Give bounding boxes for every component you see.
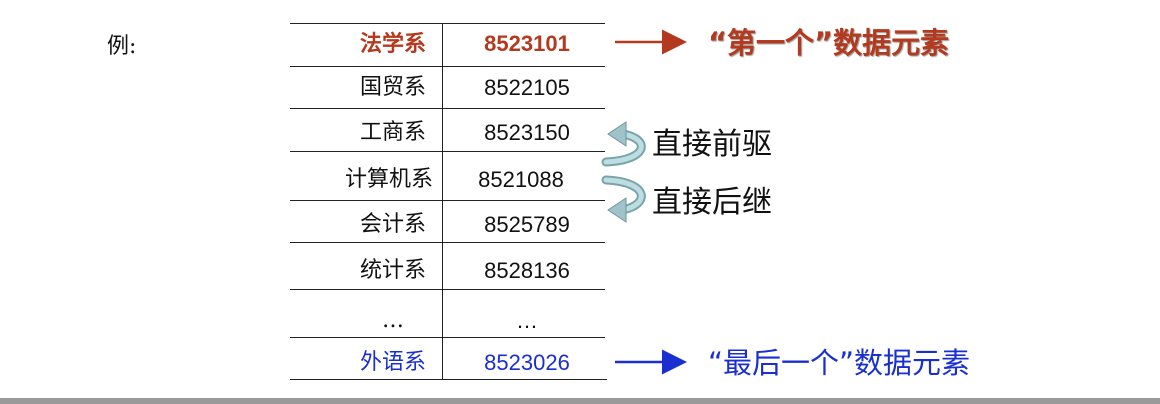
table-column-divider xyxy=(442,24,443,380)
dept-name-cell: 计算机系 xyxy=(344,167,433,192)
dept-name-cell: 国贸系 xyxy=(359,75,426,100)
dept-name-cell: … xyxy=(382,308,404,333)
table-rule xyxy=(290,242,605,243)
dept-name-cell: 统计系 xyxy=(359,258,426,283)
bottom-divider xyxy=(0,398,1160,404)
dept-name-cell: 法学系 xyxy=(359,31,426,57)
dept-code-cell: 8523150 xyxy=(484,120,570,145)
predecessor-label: 直接前驱 xyxy=(652,127,772,162)
table-rule xyxy=(290,66,605,67)
dept-code-cell: … xyxy=(516,308,538,333)
table-rule xyxy=(290,379,607,380)
first-element-label: “第一个”数据元素 xyxy=(708,26,950,60)
example-label: 例: xyxy=(107,34,137,59)
dept-code-cell: 8523101 xyxy=(484,31,570,56)
dept-code-cell: 8523026 xyxy=(484,350,570,375)
table-rule xyxy=(290,23,605,24)
dept-code-cell: 8525789 xyxy=(484,212,570,237)
dept-code-cell: 8522105 xyxy=(484,75,570,100)
table-rule xyxy=(290,337,605,338)
predecessor-curved-arrow xyxy=(601,121,646,167)
last-element-label: “最后一个”数据元素 xyxy=(708,346,971,380)
successor-curved-arrow xyxy=(601,175,646,223)
dept-code-cell: 8521088 xyxy=(478,167,564,192)
dept-name-cell: 外语系 xyxy=(359,350,426,375)
table-rule xyxy=(290,151,605,152)
table-rule xyxy=(290,289,605,290)
dept-code-cell: 8528136 xyxy=(484,258,570,283)
table-rule xyxy=(290,108,605,109)
successor-label: 直接后继 xyxy=(652,185,772,220)
table-rule xyxy=(290,200,605,201)
dept-name-cell: 会计系 xyxy=(359,212,426,237)
dept-name-cell: 工商系 xyxy=(359,120,426,145)
